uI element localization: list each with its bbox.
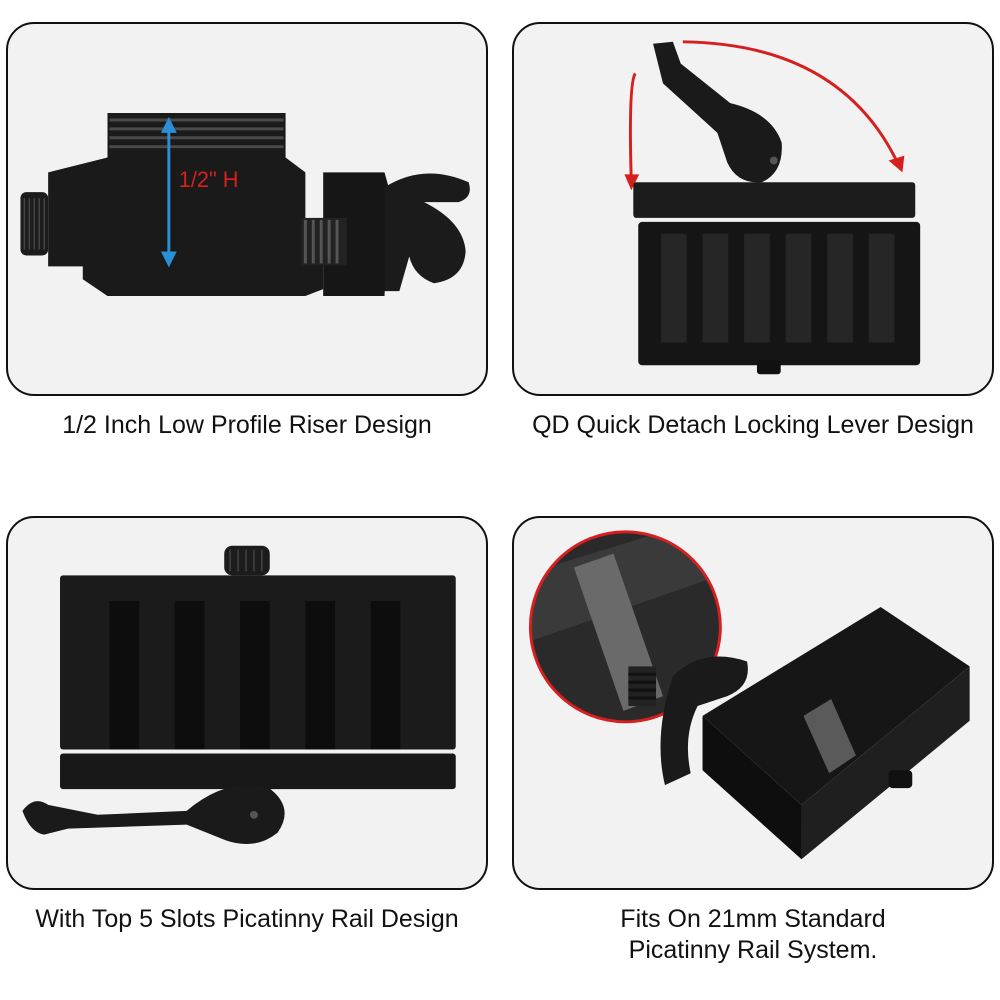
top-knob-knurling	[229, 549, 263, 572]
caption-top-slots: With Top 5 Slots Picatinny Rail Design	[0, 904, 494, 935]
five-slots	[109, 601, 401, 750]
lever-motion-illustration	[624, 40, 921, 375]
angled-rail-top	[702, 607, 970, 805]
lever-motion-arrow	[624, 40, 905, 191]
caption-line: Fits On 21mm Standard	[620, 905, 886, 933]
top-rail-illustration	[22, 545, 456, 845]
caption-qd-lever: QD Quick Detach Locking Lever Design	[506, 410, 1000, 441]
knob-knurling	[23, 198, 45, 250]
bottom-knob	[756, 360, 781, 375]
caption-line: 1/2 Inch Low Profile Riser Design	[62, 411, 432, 439]
riser-side-view-illustration: 1/2" H	[20, 113, 470, 297]
angled-lever	[660, 656, 748, 786]
height-dimension-arrow	[160, 116, 177, 268]
caption-fits-21mm: Fits On 21mm Standard Picatinny Rail Sys…	[512, 904, 994, 966]
top-bar	[633, 182, 916, 218]
caption-line: QD Quick Detach Locking Lever Design	[532, 411, 974, 439]
screw-thread	[301, 217, 347, 266]
angled-rail-side	[702, 715, 802, 860]
product-photo-top-slots	[6, 516, 488, 890]
lever-pivot	[769, 156, 778, 165]
riser-body	[48, 113, 324, 297]
lever-profile	[384, 173, 470, 292]
angled-mount-illustration	[528, 530, 970, 860]
caption-low-profile-riser: 1/2 Inch Low Profile Riser Design	[6, 410, 488, 441]
caption-line: With Top 5 Slots Picatinny Rail Design	[35, 905, 459, 933]
height-dimension-label: 1/2" H	[179, 167, 239, 192]
caption-line: Picatinny Rail System.	[628, 936, 878, 964]
qd-lever	[653, 41, 782, 183]
product-photo-side-profile: 1/2" H	[6, 22, 488, 396]
product-photo-angled-fit	[512, 516, 994, 890]
qd-lever-bottom	[22, 784, 285, 845]
rail-grooves	[109, 118, 284, 149]
product-photo-quick-detach-lever	[512, 22, 994, 396]
angled-locking-bar	[803, 699, 856, 774]
top-knob	[224, 545, 270, 576]
angled-knob	[888, 770, 913, 789]
angled-rail-front	[801, 666, 970, 860]
rail-slots	[660, 233, 895, 343]
rail-base	[60, 753, 456, 790]
lever-pivot-bottom	[249, 810, 258, 819]
